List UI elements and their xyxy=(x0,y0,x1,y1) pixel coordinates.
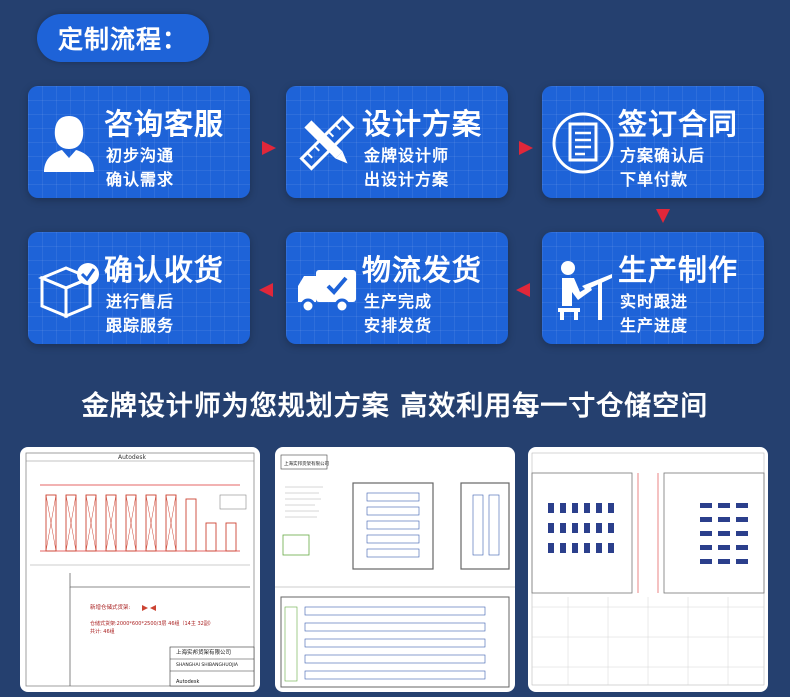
flow-arrow-right-icon xyxy=(519,141,533,155)
page-title: 定制流程： xyxy=(37,14,209,62)
step-card-logistics: 物流发货 生产完成 安排发货 xyxy=(286,232,508,344)
package-check-icon xyxy=(38,263,99,319)
step-desc-line1: 生产完成 xyxy=(364,292,433,311)
step-card-receipt: 确认收货 进行售后 跟踪服务 xyxy=(28,232,250,344)
step-desc-line2: 生产进度 xyxy=(620,316,689,335)
step-desc-line1: 方案确认后 xyxy=(620,146,706,165)
step-desc-line1: 实时跟进 xyxy=(620,292,689,311)
drawing-note-3: 共计: 46组 xyxy=(90,628,115,635)
flow-arrow-left-icon xyxy=(516,283,530,297)
step-desc-line1: 进行售后 xyxy=(106,292,175,311)
customer-service-person-icon xyxy=(44,116,94,172)
step-card-consult: 咨询客服 初步沟通 确认需求 xyxy=(28,86,250,198)
shelf-layout-drawing-3 xyxy=(528,447,768,692)
step-card-production: 生产制作 实时跟进 生产进度 xyxy=(542,232,764,344)
flow-arrow-down-icon xyxy=(656,209,670,223)
step-desc-line2: 出设计方案 xyxy=(364,170,450,189)
step-desc-line2: 安排发货 xyxy=(364,316,433,335)
worker-at-desk-icon xyxy=(558,261,612,320)
drawing-company-en: SHANGHAI SHIBANGHUOJIA xyxy=(176,662,239,668)
step-desc-line1: 金牌设计师 xyxy=(364,146,450,165)
step-title: 签订合同 xyxy=(618,107,739,141)
step-title: 咨询客服 xyxy=(104,107,225,141)
step-card-contract: 签订合同 方案确认后 下单付款 xyxy=(542,86,764,198)
office-layout-drawing-2: 上海实邦货架有限公司 xyxy=(275,447,515,692)
pencil-ruler-icon xyxy=(299,115,355,171)
flow-arrow-right-icon xyxy=(262,141,276,155)
flow-arrow-left-icon xyxy=(259,283,273,297)
warehouse-rack-drawing-1: Autodesk xyxy=(20,447,260,692)
step-title: 物流发货 xyxy=(362,253,483,287)
drawing-company-cn: 上海实邦货架有限公司 xyxy=(176,648,231,656)
step-desc-line2: 下单付款 xyxy=(620,170,689,189)
drawing-title-box: 上海实邦货架有限公司 xyxy=(284,460,329,467)
step-title: 设计方案 xyxy=(362,107,483,141)
drawing-corner: Autodesk xyxy=(176,679,199,685)
drawing-note-2: 仓储式货架:2000*600*2500/3层 46组（14主 32副） xyxy=(90,620,214,627)
step-desc-line2: 跟踪服务 xyxy=(106,316,175,335)
step-card-design: 设计方案 金牌设计师 出设计方案 xyxy=(286,86,508,198)
step-title: 确认收货 xyxy=(104,253,225,287)
step-desc-line1: 初步沟通 xyxy=(106,146,175,165)
drawing-header: Autodesk xyxy=(118,454,147,461)
slogan: 金牌设计师为您规划方案 高效利用每一寸仓储空间 xyxy=(81,391,709,422)
contract-document-icon xyxy=(552,112,614,174)
step-desc-line2: 确认需求 xyxy=(106,170,175,189)
drawing-note-1: 新增仓储式货架: xyxy=(90,603,131,611)
step-title: 生产制作 xyxy=(618,253,739,287)
delivery-truck-check-icon xyxy=(298,270,356,314)
